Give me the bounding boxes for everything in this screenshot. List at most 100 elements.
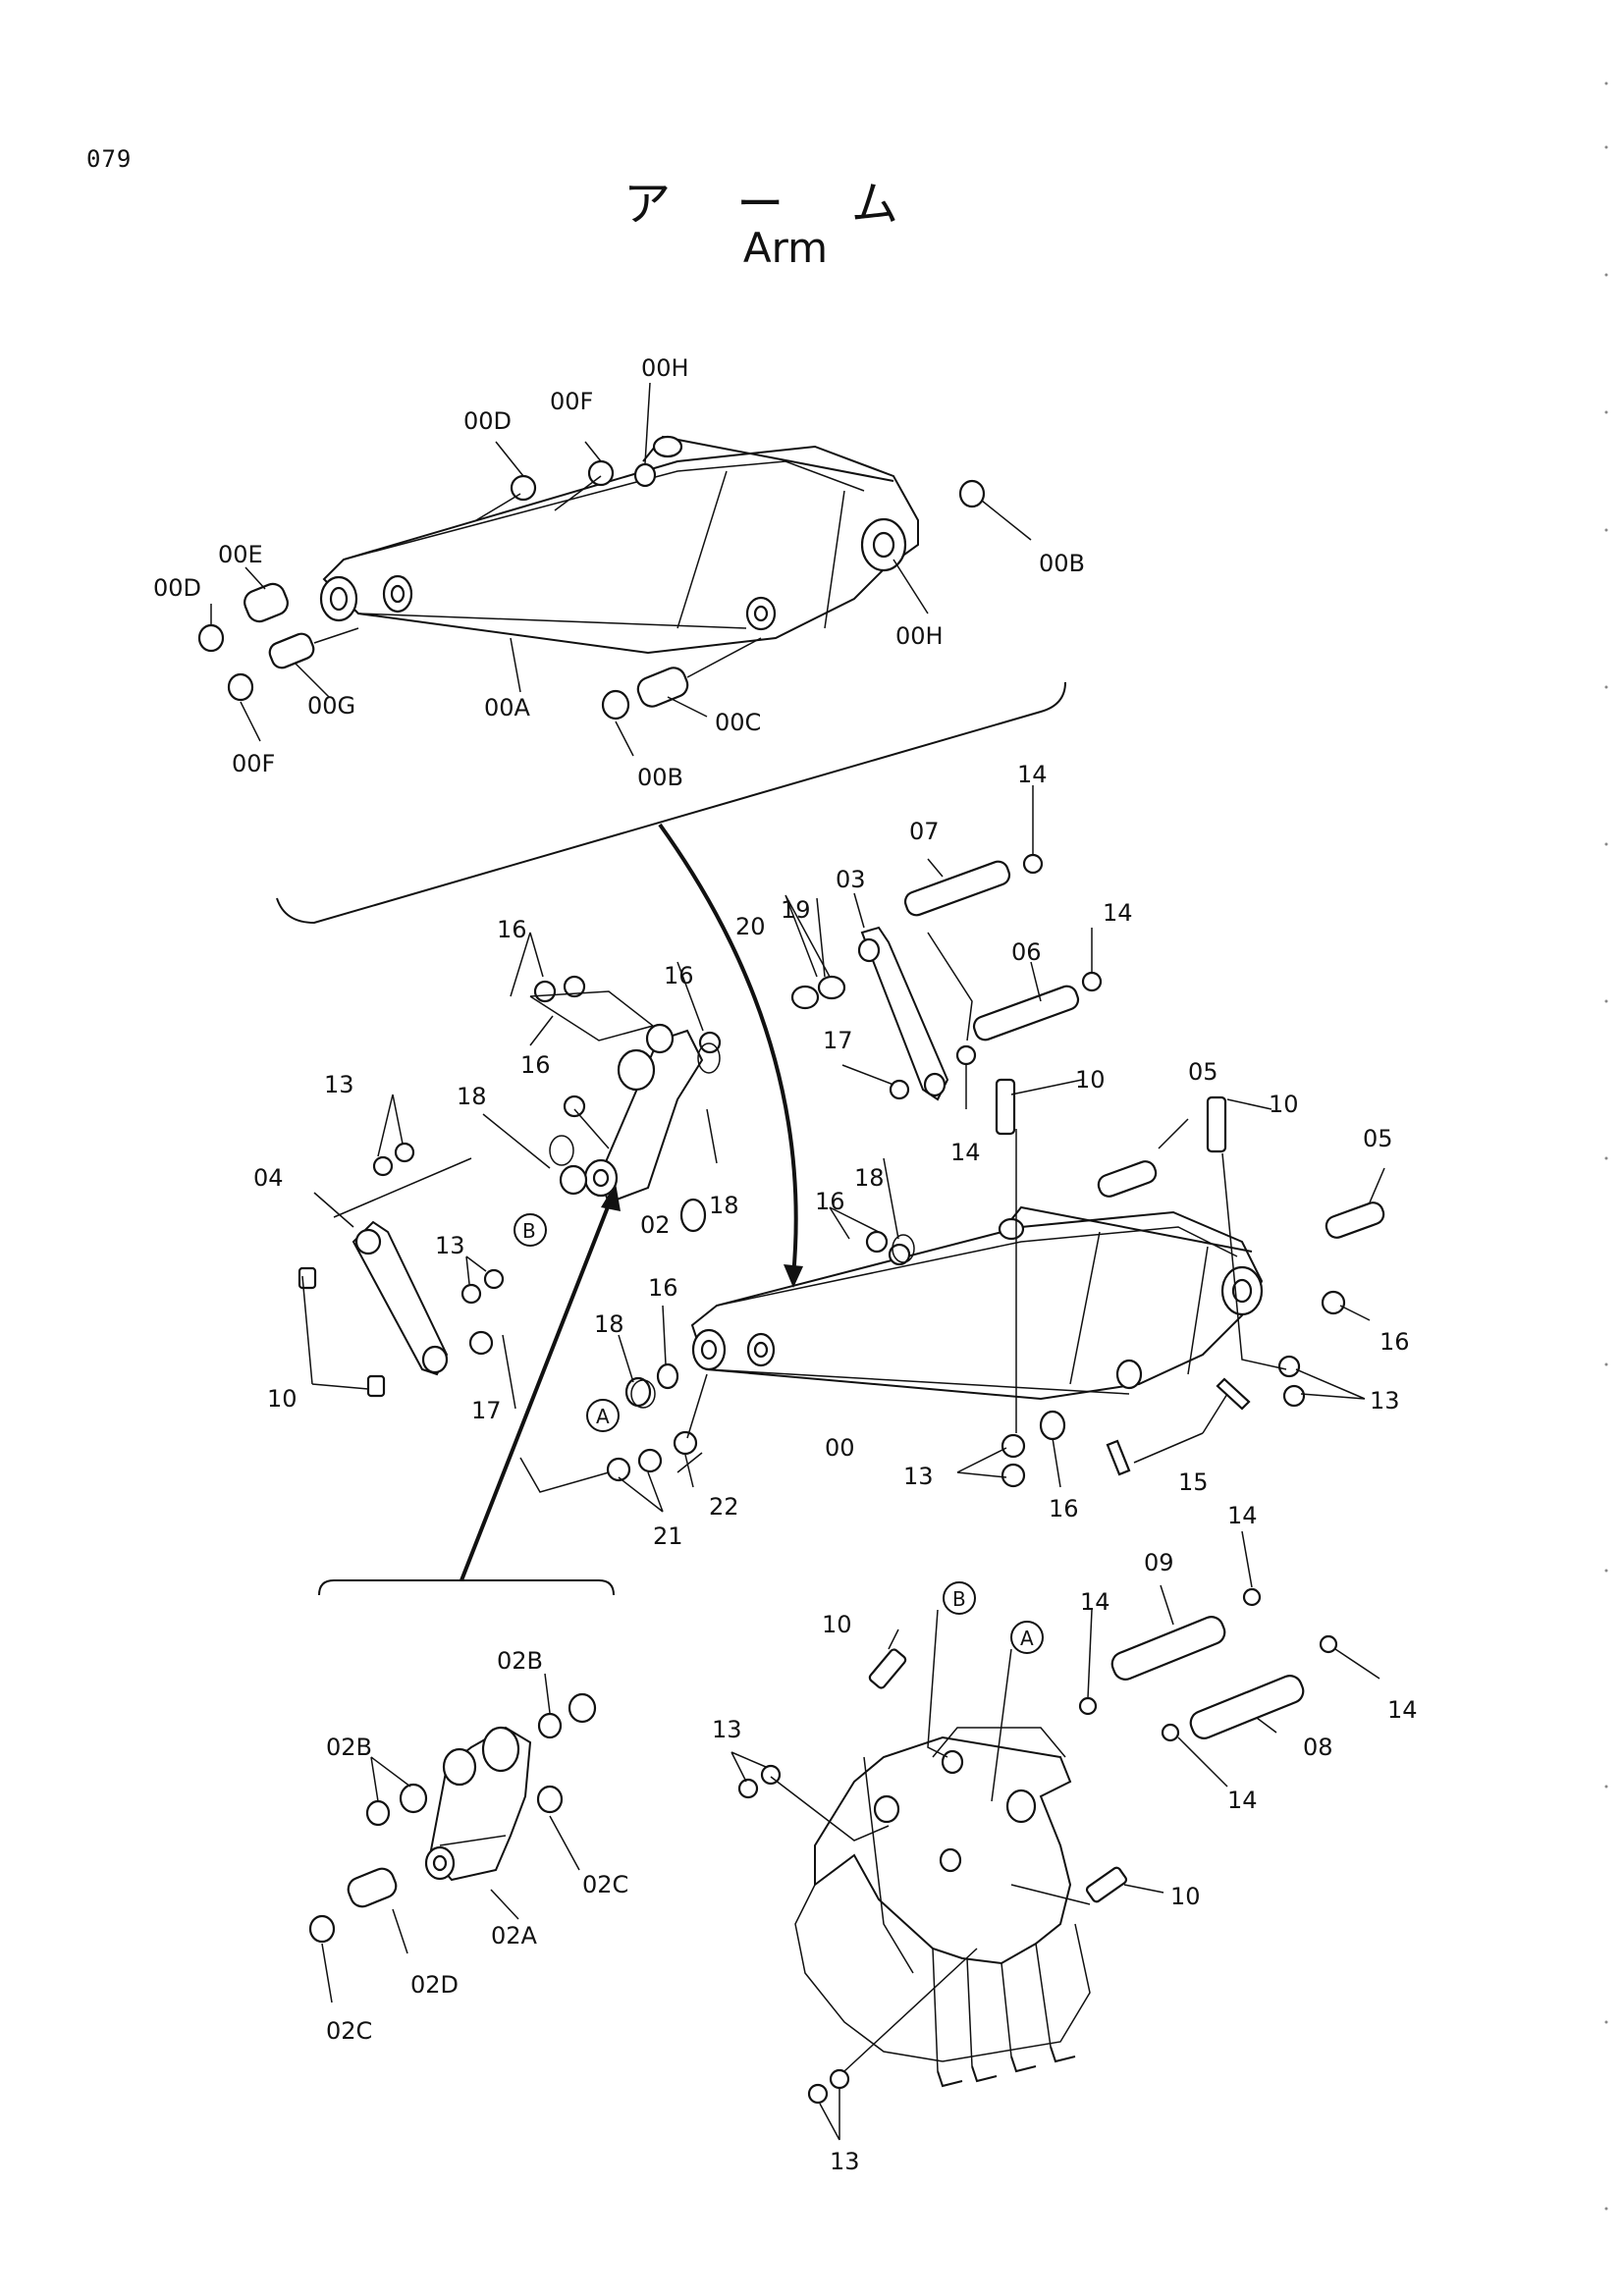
label-00A: 00A: [484, 694, 531, 721]
label-A-bucket: A: [1020, 1627, 1034, 1650]
label-13-f: 13: [830, 2148, 860, 2175]
label-00C: 00C: [715, 709, 761, 736]
arm-assembly-detail: [197, 382, 1032, 757]
bucket-assembly: [730, 1530, 1380, 2141]
label-14-d: 14: [1080, 1588, 1110, 1616]
label-14-a: 14: [1017, 761, 1048, 788]
arrow-straight: [460, 1199, 613, 1581]
bolt-10-bucket-a: [868, 1648, 907, 1689]
arrow-curve: [658, 823, 798, 1277]
label-18-c: 18: [854, 1164, 885, 1192]
bolt-10-c: [298, 1266, 317, 1290]
label-18-b: 18: [709, 1192, 739, 1219]
label-00D-left: 00D: [153, 574, 201, 602]
link-02-detail: [308, 1673, 597, 2003]
title-japanese: アーム: [623, 177, 967, 232]
label-16-b: 16: [664, 962, 694, 989]
pin-05-a: [1097, 1160, 1158, 1198]
label-00F-left: 00F: [232, 750, 275, 777]
callout-labels: 00D 00F 00H 00E 00D 00F 00G 00A 00B 00C …: [153, 354, 1418, 2175]
label-05-b: 05: [1363, 1125, 1393, 1152]
label-06: 06: [1011, 938, 1042, 966]
bushing-00B-right: [958, 479, 986, 508]
label-18-d: 18: [594, 1310, 624, 1338]
label-20: 20: [735, 913, 766, 940]
label-19: 19: [781, 896, 811, 924]
bushing-00G: [268, 632, 315, 669]
label-09: 09: [1144, 1549, 1174, 1576]
title-english: Arm: [742, 224, 829, 272]
label-B-bucket: B: [952, 1587, 966, 1611]
label-22: 22: [709, 1493, 739, 1521]
label-13-d: 13: [1370, 1387, 1400, 1415]
label-17-b: 17: [823, 1027, 853, 1054]
label-02B-left: 02B: [326, 1734, 372, 1761]
label-00G: 00G: [307, 692, 355, 720]
bolt-10-bucket-b: [1085, 1866, 1128, 1903]
label-18-a: 18: [457, 1083, 487, 1110]
label-13-c: 13: [903, 1463, 934, 1490]
label-02A: 02A: [491, 1922, 538, 1949]
label-13-a: 13: [324, 1071, 354, 1098]
bolt-10-a: [995, 1078, 1016, 1136]
label-02B-top: 02B: [497, 1647, 543, 1675]
pin-06: [972, 985, 1080, 1041]
circle-b-bucket: [943, 1581, 976, 1615]
label-10-d: 10: [822, 1611, 852, 1638]
label-21: 21: [653, 1522, 683, 1550]
bushing-00H-top: [633, 462, 657, 488]
label-16-d: 16: [1380, 1328, 1410, 1356]
bolt-10-b: [1206, 1095, 1227, 1153]
label-02: 02: [640, 1211, 671, 1239]
label-00H-right: 00H: [895, 622, 944, 650]
bushing-00D-left: [197, 623, 225, 653]
bushing-00E: [243, 582, 289, 623]
label-14-f: 14: [1387, 1696, 1418, 1724]
label-14-e: 14: [1227, 1502, 1258, 1529]
label-16-a: 16: [497, 916, 527, 943]
label-02C-right: 02C: [582, 1871, 628, 1898]
label-14-c: 14: [950, 1139, 981, 1166]
main-arm-assembly: [298, 785, 1385, 1513]
pin-08: [1189, 1675, 1305, 1739]
label-10-e: 10: [1170, 1883, 1201, 1910]
detail-bracket-02: [318, 1579, 615, 1596]
bushing-00C: [636, 667, 689, 708]
label-07: 07: [909, 818, 940, 845]
label-02D: 02D: [410, 1971, 459, 1999]
circle-b-marker: [514, 1213, 547, 1247]
detail-bracket-top: [276, 681, 1066, 925]
label-16-c: 16: [520, 1051, 551, 1079]
label-05-a: 05: [1188, 1058, 1218, 1086]
label-16-f: 16: [648, 1274, 678, 1302]
page-number: 079: [86, 145, 133, 173]
label-00F-top: 00F: [550, 388, 593, 415]
label-04: 04: [253, 1164, 284, 1192]
label-03: 03: [836, 866, 866, 893]
label-10-c: 10: [1269, 1091, 1299, 1118]
pin-05-b: [1325, 1201, 1385, 1239]
circle-a-marker: [586, 1399, 620, 1432]
label-A-mid: A: [596, 1405, 610, 1428]
label-17-a: 17: [471, 1397, 502, 1424]
label-00: 00: [825, 1434, 855, 1462]
pin-07: [903, 860, 1011, 917]
label-16-g: 16: [1049, 1495, 1079, 1522]
label-00E: 00E: [218, 541, 263, 568]
scan-specks: [1604, 81, 1608, 2211]
label-10-b: 10: [1075, 1066, 1106, 1094]
label-00B-right: 00B: [1039, 550, 1085, 577]
pin-09: [1110, 1616, 1226, 1681]
label-13-b: 13: [435, 1232, 465, 1259]
label-00H-top: 00H: [641, 354, 689, 382]
label-08: 08: [1303, 1734, 1333, 1761]
bushing-02D: [347, 1867, 398, 1908]
label-14-b: 14: [1103, 899, 1133, 927]
bolt-10-d: [366, 1374, 386, 1398]
label-00D-top: 00D: [463, 407, 512, 435]
label-16-e: 16: [815, 1188, 845, 1215]
label-14-g: 14: [1227, 1787, 1258, 1814]
bushing-00F-left: [227, 672, 254, 702]
